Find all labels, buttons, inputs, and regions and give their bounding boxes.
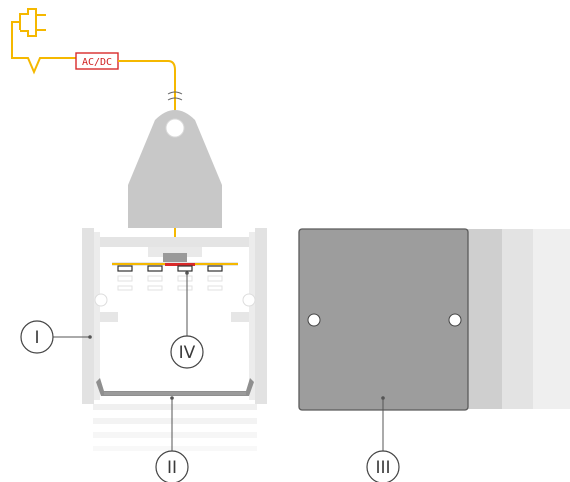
acdc-label: AC/DC [82, 57, 112, 68]
callout-leaders [52, 273, 384, 452]
diffuser [96, 378, 254, 396]
callout-profile: I [20, 320, 54, 354]
end-cap [298, 228, 469, 411]
callout-diffuser-label: II [167, 458, 177, 478]
callout-led-strip-label: IV [179, 343, 196, 363]
led-strip [112, 262, 238, 291]
cable-break-marks [167, 91, 183, 101]
end-cap-hole-right [448, 313, 462, 327]
power-cable [118, 60, 176, 250]
callout-end-cap: III [366, 450, 400, 482]
end-cap-hole-left [307, 313, 321, 327]
callout-profile-label: I [34, 328, 39, 348]
end-caps [298, 228, 570, 411]
cable-connector [163, 253, 187, 262]
plug-icon [11, 8, 76, 75]
aluminium-profile [82, 228, 267, 451]
suspension-bracket [128, 110, 222, 228]
callout-diffuser: II [155, 450, 189, 482]
callout-end-cap-label: III [375, 458, 390, 478]
callout-dots [88, 271, 385, 400]
callout-led-strip: IV [170, 335, 204, 369]
